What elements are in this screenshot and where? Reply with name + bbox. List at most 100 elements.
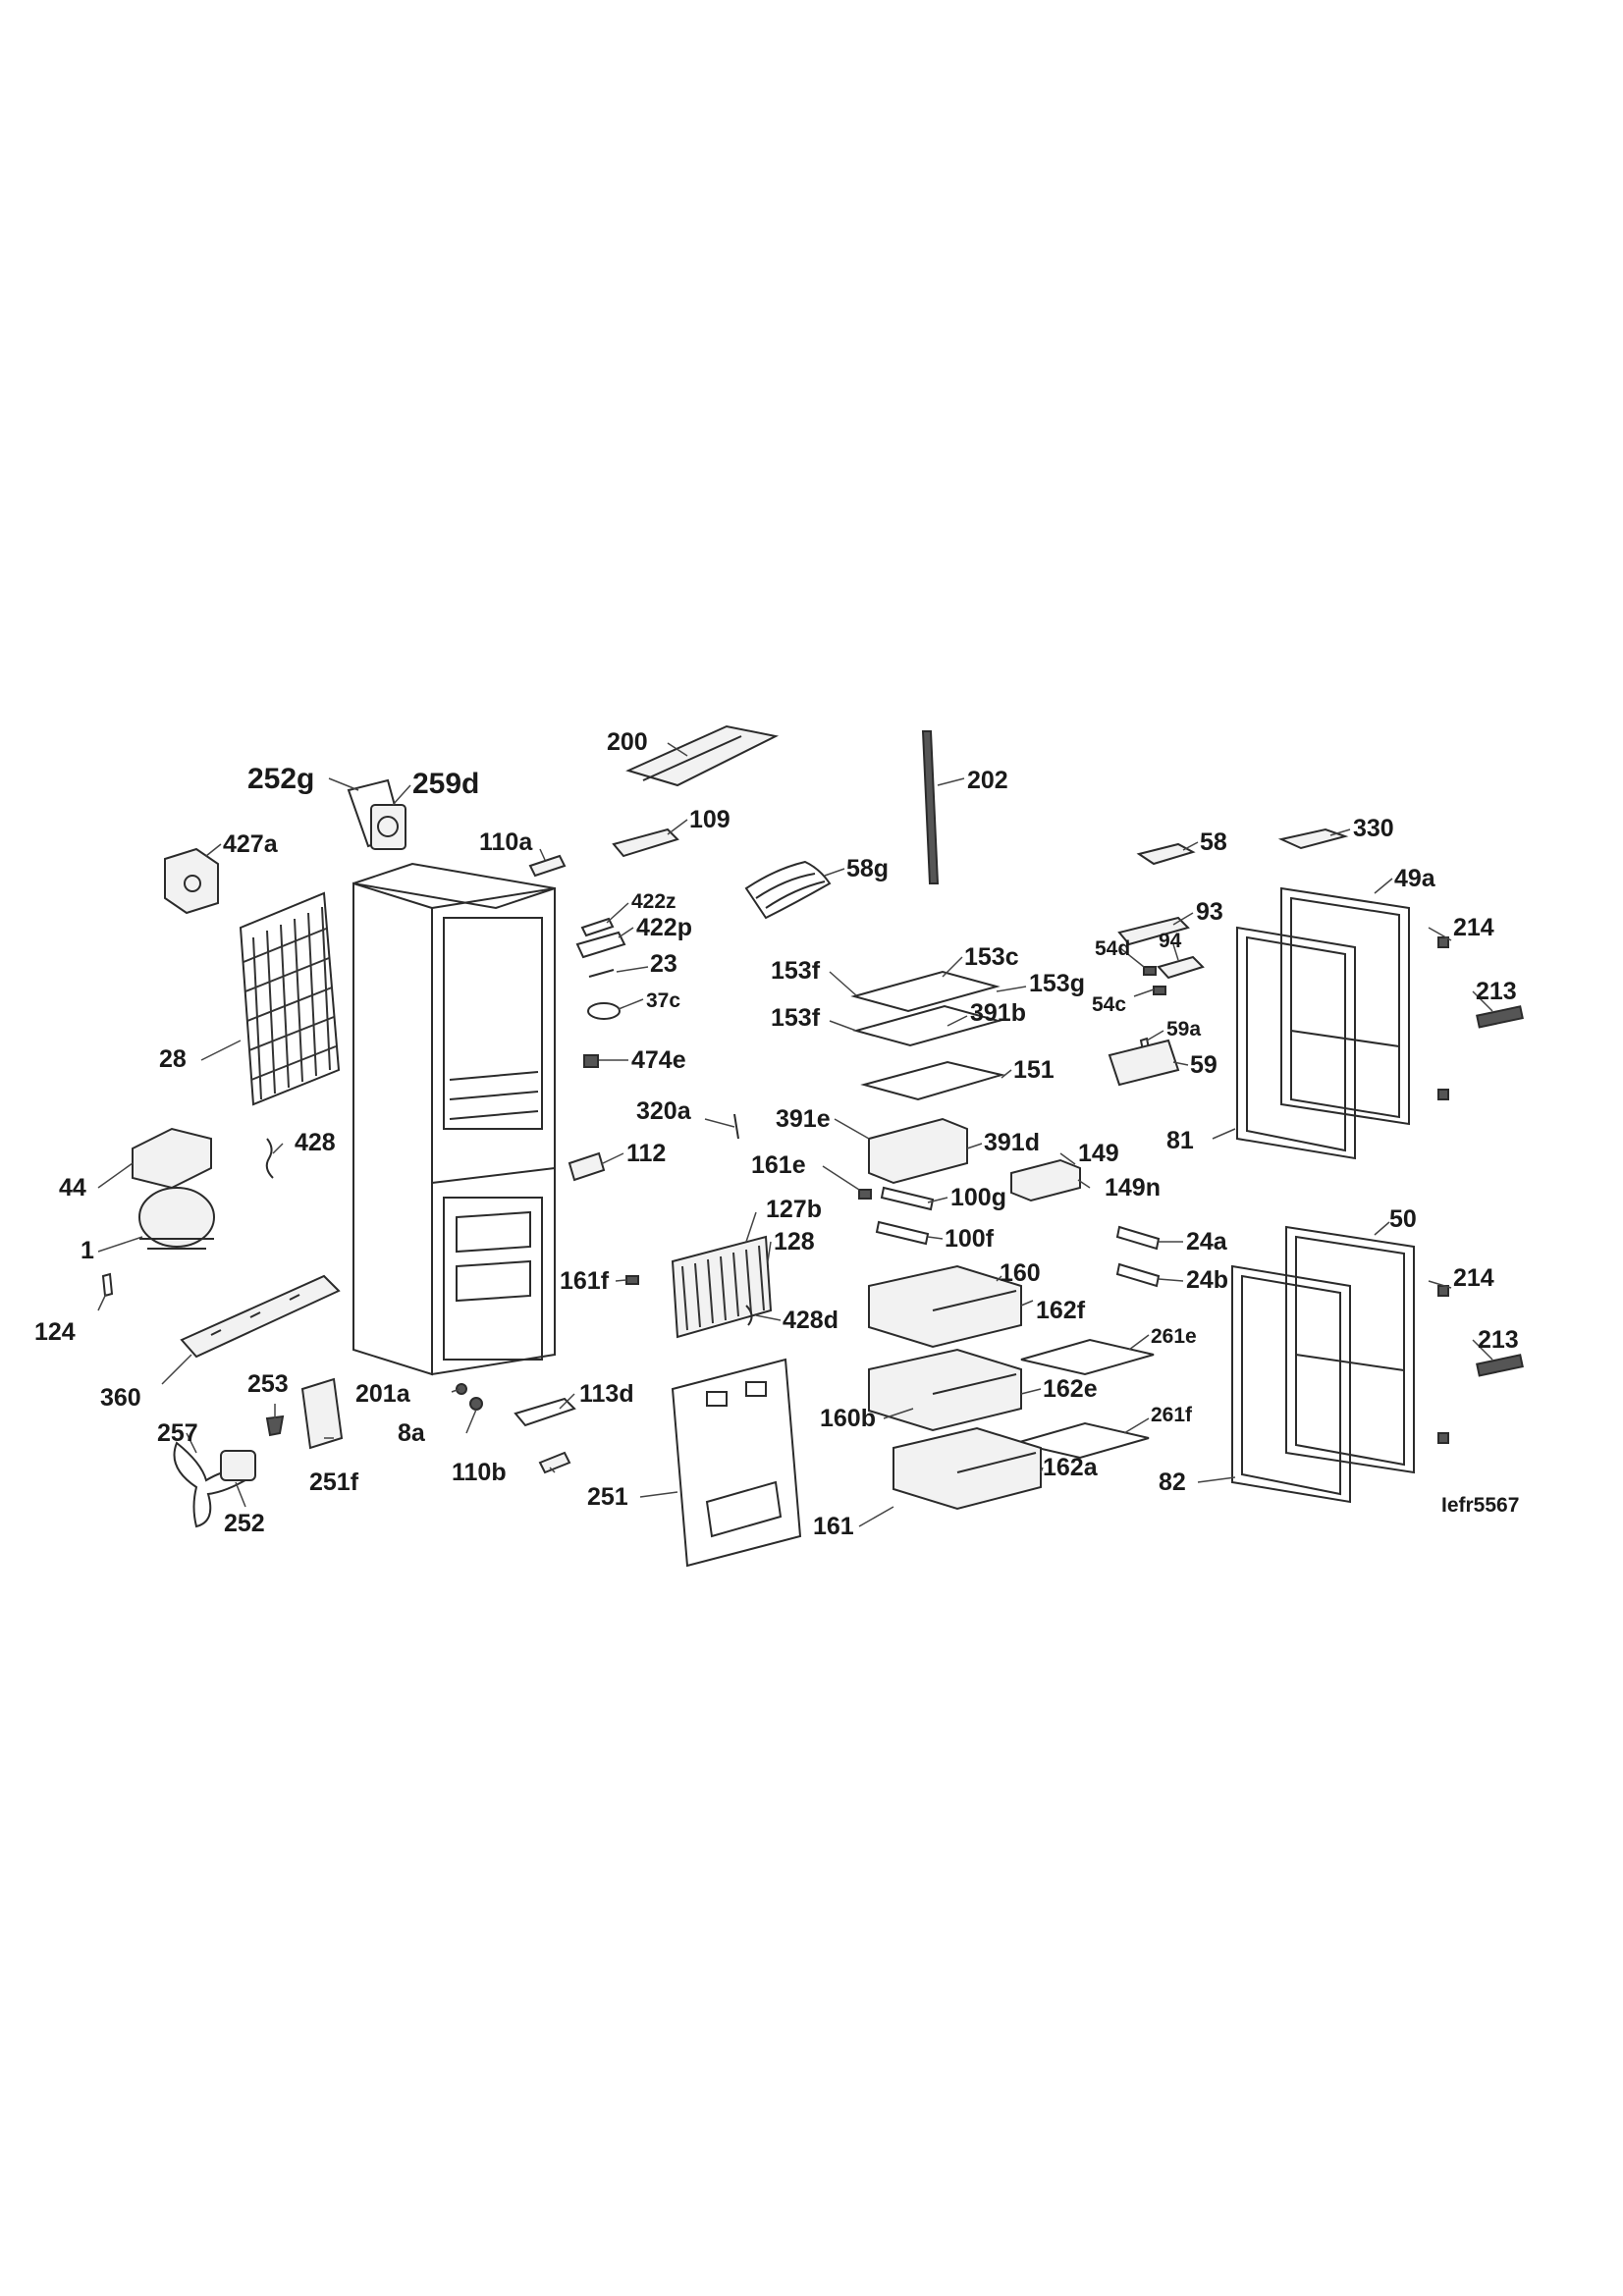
label-113d: 113d	[579, 1380, 634, 1408]
part-110b	[538, 1451, 571, 1474]
label-160b: 160b	[820, 1405, 876, 1432]
label-49a: 49a	[1394, 865, 1436, 892]
label-28: 28	[159, 1045, 187, 1073]
hinge-24a	[1115, 1225, 1161, 1251]
label-54c: 54c	[1092, 993, 1126, 1016]
label-82: 82	[1159, 1468, 1186, 1496]
label-58g: 58g	[846, 855, 889, 882]
label-109: 109	[689, 806, 730, 833]
label-213-2: 213	[1478, 1326, 1519, 1354]
label-214: 214	[1453, 914, 1494, 941]
label-153f-2: 153f	[771, 1004, 821, 1032]
part-labels: 200 202 252g 259d 109 427a 110a 58g 58 3…	[34, 728, 1519, 1540]
part-422z	[580, 917, 615, 937]
label-59: 59	[1190, 1051, 1217, 1079]
label-149n: 149n	[1105, 1174, 1161, 1201]
tray-94	[1157, 955, 1205, 980]
label-23: 23	[650, 950, 677, 978]
upper-gasket	[1236, 926, 1356, 1160]
label-94: 94	[1159, 930, 1182, 952]
small-box	[164, 847, 219, 915]
shelf-153c	[850, 970, 1001, 1013]
pin-214-2	[1437, 1285, 1449, 1297]
tray-59	[1108, 1039, 1180, 1087]
drawer-160	[868, 1264, 1022, 1349]
label-50: 50	[1389, 1205, 1417, 1233]
label-214-2: 214	[1453, 1264, 1494, 1292]
drawer-160b	[868, 1348, 1022, 1432]
compressor-bracket	[132, 1127, 212, 1190]
label-360: 360	[100, 1384, 141, 1412]
label-161f: 161f	[560, 1267, 610, 1295]
label-81: 81	[1166, 1127, 1194, 1154]
foot-8a	[469, 1397, 483, 1411]
label-422z: 422z	[631, 890, 676, 913]
tray-93	[1117, 916, 1190, 946]
evaporator-cover	[671, 1358, 802, 1568]
seal-strip	[921, 730, 940, 884]
shelf-151	[860, 1060, 1005, 1101]
part-213-2	[1476, 1354, 1524, 1377]
part-253	[265, 1415, 285, 1437]
part-112	[568, 1151, 606, 1182]
label-252: 252	[224, 1510, 265, 1537]
lower-gasket	[1231, 1264, 1351, 1504]
label-259d: 259d	[412, 768, 479, 800]
pin-214-b	[1437, 1089, 1449, 1100]
label-161e: 161e	[751, 1151, 806, 1179]
label-112: 112	[626, 1140, 666, 1167]
label-58: 58	[1200, 828, 1227, 856]
label-257: 257	[157, 1419, 198, 1447]
wire-428d	[745, 1305, 753, 1326]
bottle-rack	[744, 860, 832, 920]
label-153f: 153f	[771, 957, 821, 985]
part-54c	[1153, 986, 1166, 995]
label-100g: 100g	[950, 1184, 1006, 1211]
label-391e: 391e	[776, 1105, 831, 1133]
drawer-149	[1010, 1158, 1081, 1202]
label-251f: 251f	[309, 1468, 359, 1496]
label-161: 161	[813, 1513, 854, 1540]
leader-lines	[97, 742, 1493, 1527]
condenser-coil	[239, 891, 341, 1106]
part-422p	[575, 931, 626, 959]
label-162a: 162a	[1043, 1454, 1099, 1481]
label-253: 253	[247, 1370, 289, 1398]
shelf-391b	[852, 1004, 1002, 1047]
label-24a: 24a	[1186, 1228, 1228, 1255]
label-320a: 320a	[636, 1097, 692, 1125]
label-474e: 474e	[631, 1046, 686, 1074]
label-213: 213	[1476, 978, 1517, 1005]
label-428: 428	[295, 1129, 336, 1156]
label-162f: 162f	[1036, 1297, 1086, 1324]
label-110b: 110b	[452, 1459, 507, 1486]
label-153c: 153c	[964, 943, 1019, 971]
wire-428	[265, 1138, 274, 1179]
cabinet-body	[352, 862, 556, 1376]
label-24b: 24b	[1186, 1266, 1228, 1294]
label-261f: 261f	[1151, 1404, 1193, 1426]
fan-cover	[370, 804, 406, 850]
part-110a	[528, 854, 567, 878]
label-59a: 59a	[1166, 1018, 1201, 1041]
glass-261e	[1020, 1338, 1155, 1376]
label-202: 202	[967, 767, 1008, 794]
clip	[101, 1272, 114, 1298]
tray-58	[1136, 842, 1196, 866]
label-100f: 100f	[945, 1225, 995, 1253]
part-474e	[583, 1054, 599, 1068]
label-110a: 110a	[479, 828, 533, 856]
label-1: 1	[81, 1237, 94, 1264]
tray-330	[1277, 828, 1349, 850]
part-320a	[733, 1113, 739, 1140]
part-213	[1476, 1005, 1524, 1029]
label-422p: 422p	[636, 914, 692, 941]
label-428d: 428d	[783, 1307, 839, 1334]
label-391b: 391b	[970, 999, 1026, 1027]
part-23	[588, 969, 615, 978]
drawer-391	[868, 1117, 968, 1185]
label-151: 151	[1013, 1056, 1055, 1084]
glass-261f	[1015, 1421, 1150, 1460]
label-251: 251	[587, 1483, 628, 1511]
